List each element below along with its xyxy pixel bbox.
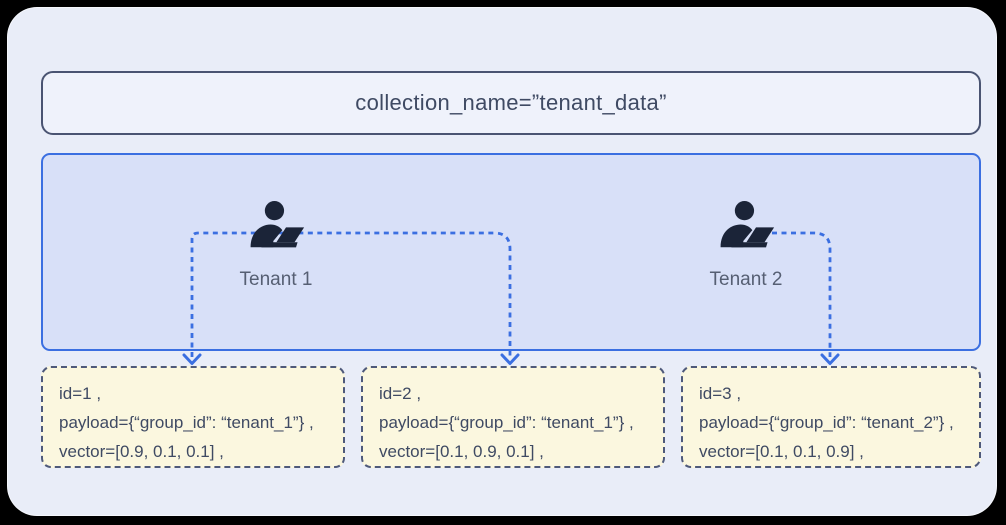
record-line: id=3 ,	[699, 384, 742, 403]
record-line: payload={“group_id”: “tenant_1”} ,	[379, 413, 634, 432]
tenant-1-group: Tenant 1	[196, 201, 356, 291]
record-line: payload={“group_id”: “tenant_2”} ,	[699, 413, 954, 432]
record-line: payload={“group_id”: “tenant_1”} ,	[59, 413, 314, 432]
point-record-1: id=1 , payload={“group_id”: “tenant_1”} …	[41, 366, 345, 468]
record-line: vector=[0.1, 0.1, 0.9] ,	[699, 442, 864, 461]
person-at-laptop-icon	[250, 201, 305, 248]
record-line: vector=[0.1, 0.9, 0.1] ,	[379, 442, 544, 461]
arrow-down-icon	[182, 353, 202, 365]
tenant-2-label: Tenant 2	[709, 269, 783, 290]
multitenancy-panel: collection_name=”tenant_data” Tenant 1	[7, 7, 997, 516]
point-record-3: id=3 , payload={“group_id”: “tenant_2”} …	[681, 366, 981, 468]
record-line: id=1 ,	[59, 384, 102, 403]
arrow-down-icon	[500, 353, 520, 365]
arrow-down-icon	[820, 353, 840, 365]
collection-name-box: collection_name=”tenant_data”	[41, 71, 981, 135]
tenant-2-group: Tenant 2	[666, 201, 826, 291]
record-line: id=2 ,	[379, 384, 422, 403]
point-record-2: id=2 , payload={“group_id”: “tenant_1”} …	[361, 366, 665, 468]
record-line: vector=[0.9, 0.1, 0.1] ,	[59, 442, 224, 461]
collection-name-label: collection_name=”tenant_data”	[355, 90, 667, 115]
person-at-laptop-icon	[720, 201, 775, 248]
tenant-1-label: Tenant 1	[239, 269, 313, 290]
tenants-container-box	[41, 153, 981, 351]
